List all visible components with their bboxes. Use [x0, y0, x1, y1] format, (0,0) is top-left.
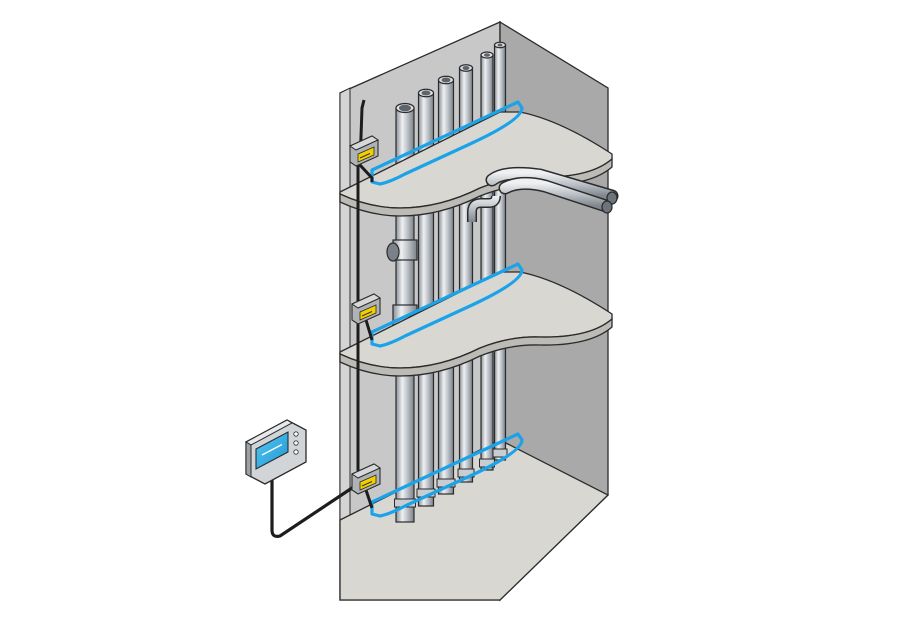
sensor-loop	[370, 100, 524, 186]
pipe-hole	[484, 53, 490, 57]
leak-detector-icon	[350, 293, 382, 325]
detector-label-mark	[361, 481, 373, 487]
panel-screen	[255, 431, 289, 470]
cable-to-panel	[270, 468, 356, 538]
slab-edge	[339, 317, 613, 377]
detector-top	[350, 293, 382, 309]
pipe-hole	[462, 65, 470, 71]
detector-label	[357, 146, 375, 163]
control-panel-icon	[244, 419, 307, 485]
panel-button	[293, 431, 299, 437]
sensor-loop	[370, 262, 524, 348]
leak-detector-icon	[348, 135, 380, 167]
pipe-collar	[492, 448, 508, 458]
panel-screen-line	[261, 443, 283, 456]
pipe-hole	[399, 104, 411, 112]
detector-label	[359, 474, 377, 491]
middle-floor-slab	[339, 271, 613, 377]
detector-label-mark	[359, 153, 371, 159]
pipe-hole	[441, 77, 451, 83]
detector-top	[348, 135, 380, 151]
detector-top	[350, 463, 382, 479]
panel-button	[293, 449, 299, 455]
detector-label	[359, 304, 377, 321]
slab-edge	[339, 157, 613, 217]
pipe-hole	[497, 43, 503, 47]
panel-button	[293, 440, 299, 446]
pipe-hole	[421, 90, 431, 96]
leak-detector-icon	[350, 463, 382, 495]
panel-side	[245, 441, 252, 478]
cable-upper	[358, 99, 374, 182]
horizontal-pipes	[467, 166, 619, 222]
sensor-loop	[370, 432, 524, 518]
cable-low	[364, 489, 374, 509]
sensor-cable-loops	[370, 100, 524, 518]
detector-label-mark	[361, 311, 373, 317]
pipe-branch	[386, 242, 400, 262]
cable-mid	[364, 319, 374, 341]
leak-detectors	[348, 135, 382, 495]
